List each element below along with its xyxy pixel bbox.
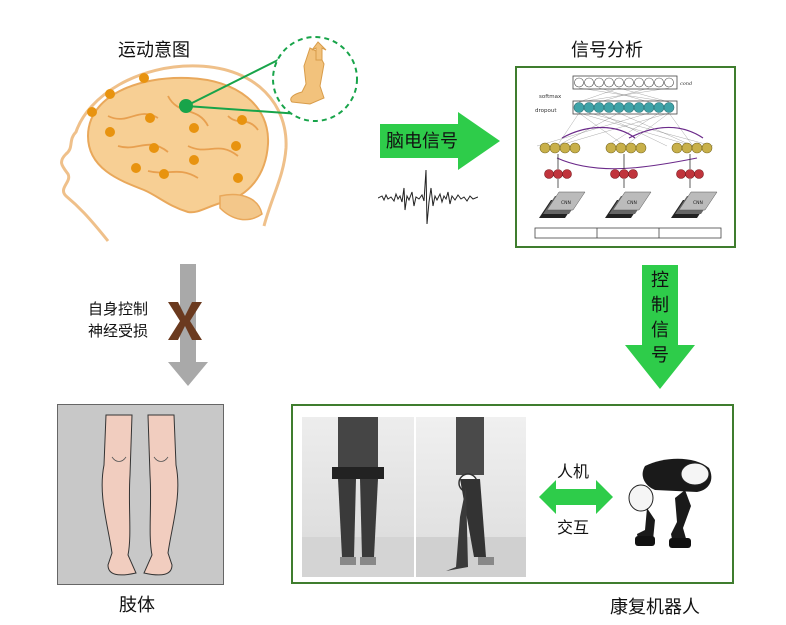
eeg-label: 脑电信号 bbox=[386, 131, 458, 152]
cnn-label-2: CNN bbox=[627, 200, 637, 206]
control-signal-arrow bbox=[625, 265, 695, 389]
softmax-label: softmax bbox=[539, 94, 562, 100]
limb-label: 肢体 bbox=[119, 595, 155, 616]
blocked-text: 自身控制 神经受损 bbox=[88, 300, 149, 340]
interaction-label-bottom: 交互 bbox=[557, 518, 590, 537]
signal-analysis-panel: cond softmax dropout bbox=[515, 66, 736, 248]
motor-intent-label: 运动意图 bbox=[118, 40, 190, 61]
neural-network-diagram: cond softmax dropout bbox=[534, 75, 722, 239]
cross-mark-icon bbox=[168, 302, 202, 340]
cnn-label-3: CNN bbox=[693, 200, 703, 206]
legs-illustration bbox=[101, 414, 179, 576]
robot-photo-front bbox=[302, 417, 414, 577]
limb-panel bbox=[57, 404, 224, 585]
cnn-label-1: CNN bbox=[561, 200, 571, 206]
signal-analysis-label: 信号分析 bbox=[571, 40, 643, 61]
rehab-robot-panel: 人机 交互 bbox=[291, 404, 734, 584]
brain-dot bbox=[139, 73, 149, 83]
dropout-label: dropout bbox=[535, 108, 557, 114]
rehab-robot-label: 康复机器人 bbox=[610, 597, 700, 618]
foot-zoom-circle bbox=[272, 36, 358, 122]
cond-label: cond bbox=[680, 81, 692, 87]
brain-head-illustration bbox=[60, 59, 301, 242]
eeg-waveform bbox=[378, 169, 478, 225]
exoskeleton-device bbox=[628, 458, 712, 548]
robot-photo-side bbox=[416, 417, 526, 577]
control-signal-label: 控 制 信 号 bbox=[651, 270, 669, 366]
interaction-arrow bbox=[539, 480, 613, 514]
eeg-arrow bbox=[380, 112, 500, 170]
interaction-label-top: 人机 bbox=[557, 462, 590, 481]
